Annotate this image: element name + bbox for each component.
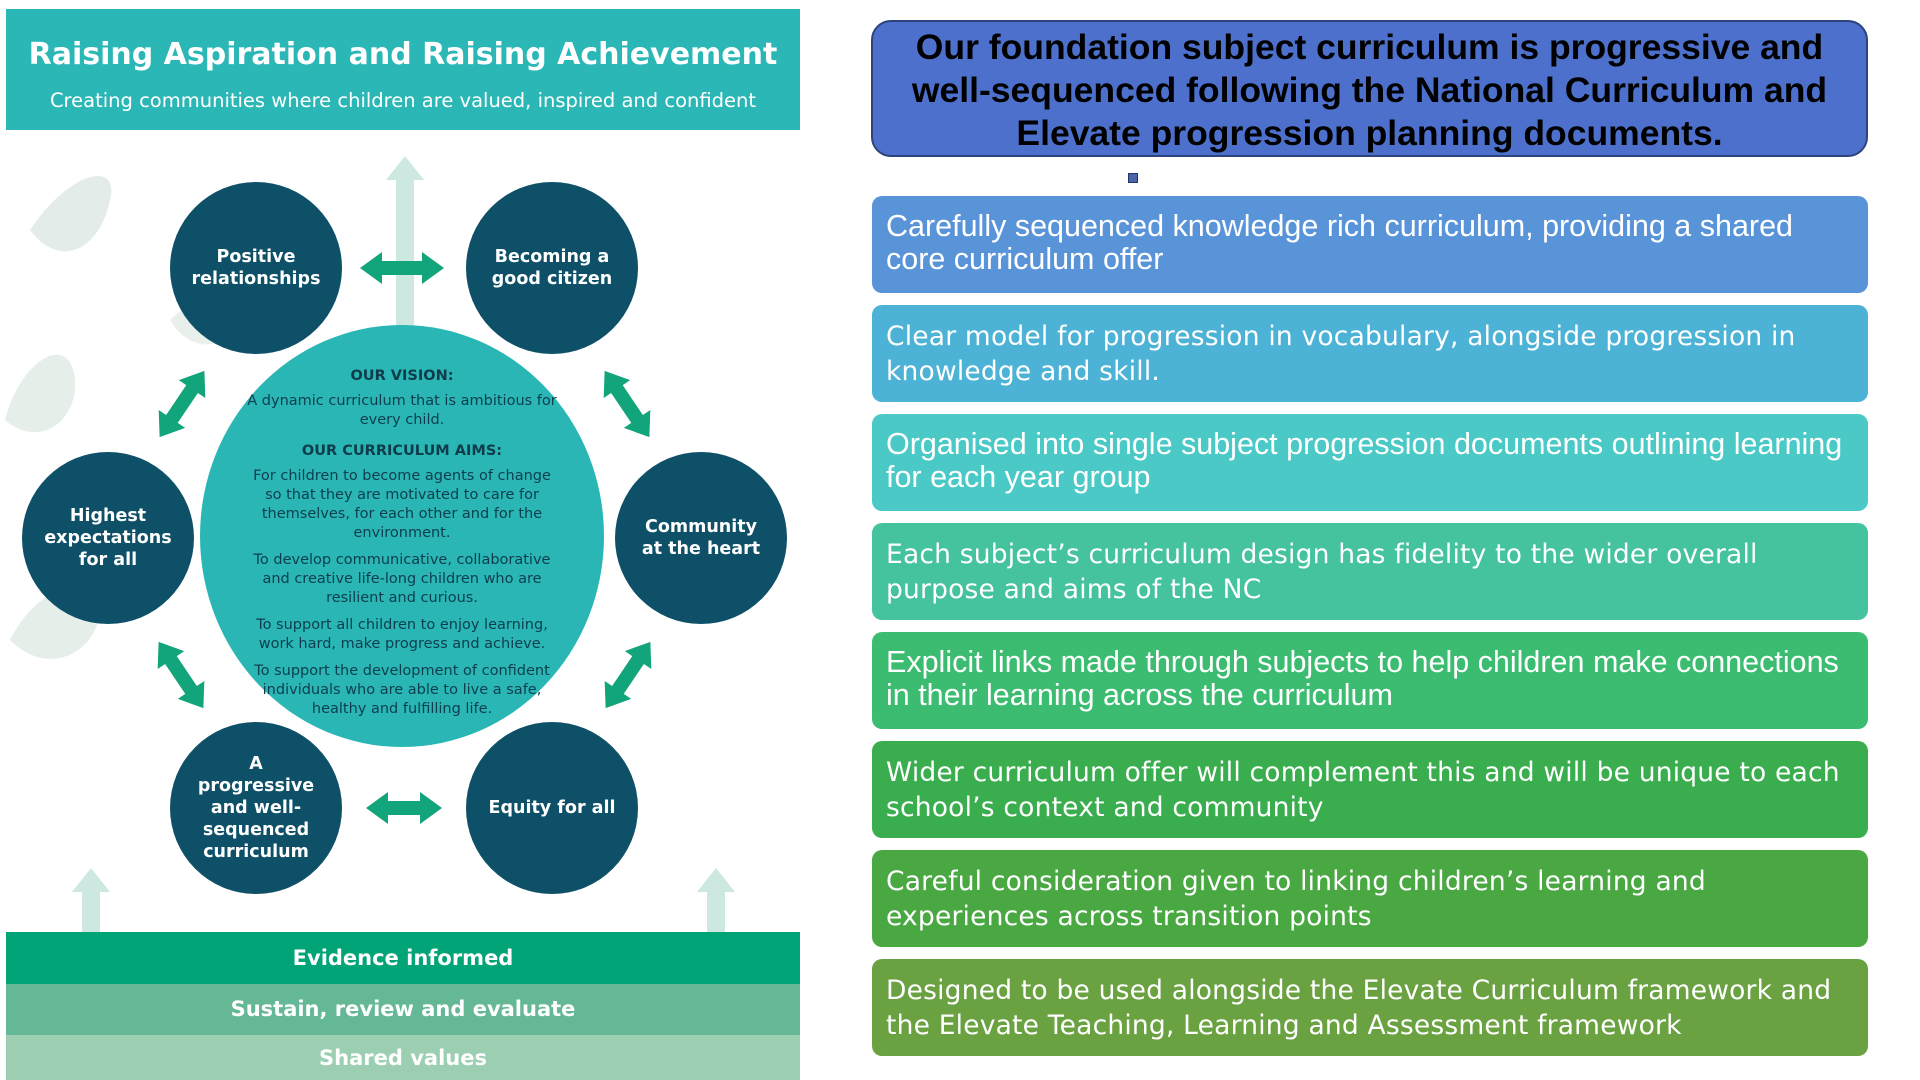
- leaf-decoration: [30, 176, 112, 252]
- curriculum-poster: Raising Aspiration and Raising Achieveme…: [0, 0, 810, 1080]
- aim-item: For children to become agents of change …: [253, 468, 551, 541]
- band-sustain-review: Sustain, review and evaluate: [6, 984, 800, 1035]
- leaf-decoration: [5, 354, 76, 433]
- node-community: Community at the heart: [615, 452, 787, 624]
- node-highest-expectations: Highest expectations for all: [22, 452, 194, 624]
- point-item[interactable]: Clear model for progression in vocabular…: [872, 305, 1868, 402]
- selection-handle[interactable]: [1128, 173, 1138, 183]
- aims-heading: OUR CURRICULUM AIMS:: [301, 443, 503, 459]
- arrow-relationships-citizen: [360, 252, 444, 284]
- up-arrow-top: [386, 156, 424, 340]
- point-item[interactable]: Carefully sequenced knowledge rich curri…: [872, 196, 1868, 293]
- arrow-relationships-expectations: [158, 370, 206, 438]
- aim-item: To support all children to enjoy learnin…: [256, 617, 548, 652]
- vision-circle: OUR VISION: A dynamic curriculum that is…: [200, 325, 604, 747]
- aim-item: To develop communicative, collaborative …: [253, 552, 551, 606]
- node-progressive-curriculum: A progressive and well-sequenced curricu…: [170, 722, 342, 894]
- poster-title: Raising Aspiration and Raising Achieveme…: [28, 37, 778, 72]
- node-good-citizen: Becoming a good citizen: [466, 182, 638, 354]
- vision-text: A dynamic curriculum that is ambitious f…: [247, 393, 557, 428]
- node-equity: Equity for all: [466, 722, 638, 894]
- point-item[interactable]: Each subject’s curriculum design has fid…: [872, 523, 1868, 620]
- arrow-community-equity: [604, 641, 652, 709]
- node-positive-relationships: Positive relationships: [170, 182, 342, 354]
- aim-item: To support the development of confident …: [254, 663, 550, 717]
- point-item[interactable]: Wider curriculum offer will complement t…: [872, 741, 1868, 838]
- poster-subtitle: Creating communities where children are …: [49, 89, 757, 112]
- arrow-expectations-progressive: [157, 641, 205, 709]
- point-item[interactable]: Designed to be used alongside the Elevat…: [872, 959, 1868, 1056]
- vision-heading: OUR VISION:: [350, 368, 454, 384]
- point-item[interactable]: Careful consideration given to linking c…: [872, 850, 1868, 947]
- curriculum-statement[interactable]: Our foundation subject curriculum is pro…: [871, 20, 1868, 157]
- band-shared-values: Shared values: [6, 1035, 800, 1080]
- point-item[interactable]: Explicit links made through subjects to …: [872, 632, 1868, 729]
- point-item[interactable]: Organised into single subject progressio…: [872, 414, 1868, 511]
- band-evidence-informed: Evidence informed: [6, 932, 800, 984]
- arrow-citizen-community: [603, 370, 651, 438]
- arrow-progressive-equity: [366, 792, 442, 824]
- poster-header: Raising Aspiration and Raising Achieveme…: [6, 9, 800, 130]
